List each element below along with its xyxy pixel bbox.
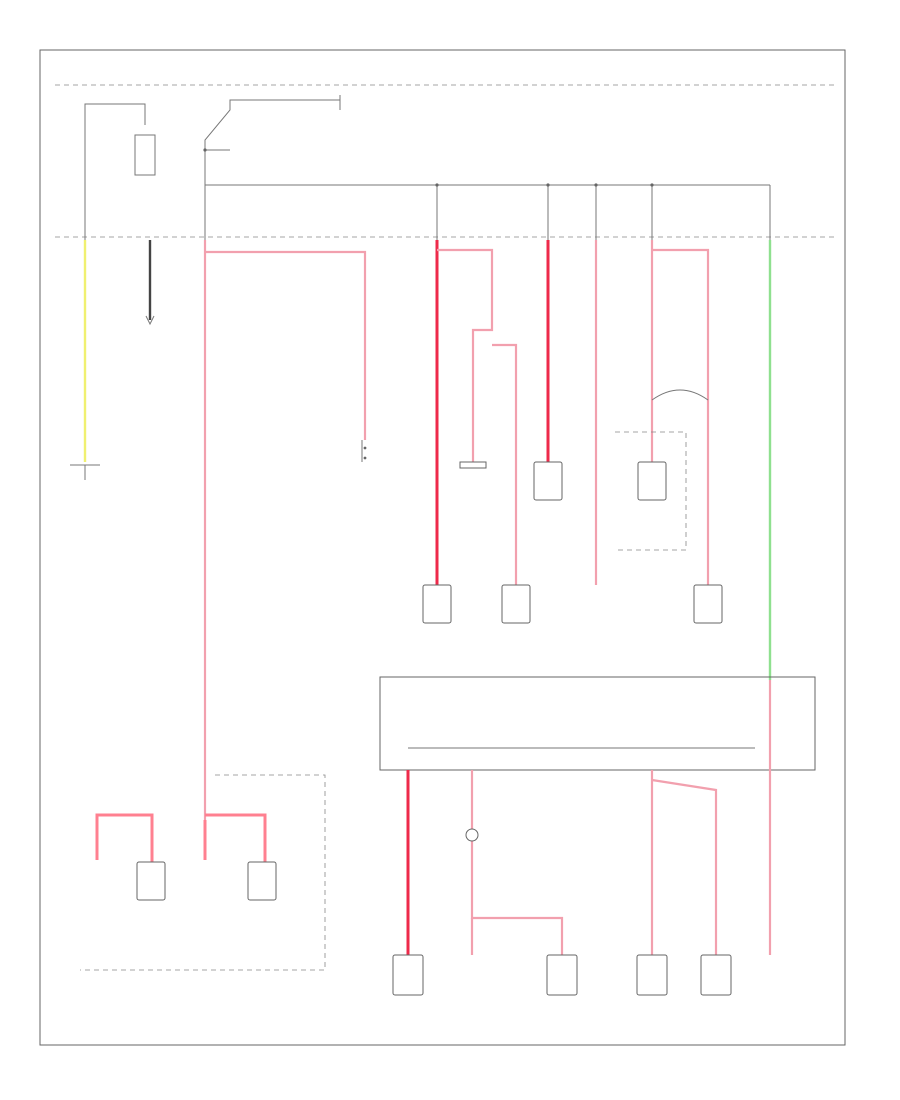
- middle-component-1: [459, 461, 487, 469]
- diagram-frame: [39, 49, 846, 1046]
- middle-component-5: [501, 584, 531, 624]
- left-pink-feed: [203, 240, 367, 820]
- ignition-switch: [84, 95, 341, 240]
- bottom-left-component-1: [136, 861, 166, 901]
- middle-component-3: [637, 461, 667, 501]
- bottom-component-4: [700, 954, 732, 996]
- bus-drops: [204, 183, 771, 240]
- bottom-component-3: [636, 954, 668, 996]
- middle-circuits: [435, 240, 772, 680]
- transmission-box: [80, 774, 326, 971]
- black-circuit: [145, 240, 155, 326]
- bottom-component-2: [546, 954, 578, 996]
- middle-component-4: [422, 584, 452, 624]
- lower-module: [379, 676, 816, 771]
- bottom-left-component-2: [247, 861, 277, 901]
- middle-fuse-link: [651, 389, 709, 401]
- bottom-component-1: [392, 954, 424, 996]
- middle-component-2: [533, 461, 563, 501]
- bottom-left-circuits: [95, 813, 267, 862]
- yellow-circuit: [70, 240, 100, 480]
- middle-component-3-box: [615, 431, 687, 551]
- bottom-right-circuits: [406, 680, 772, 955]
- middle-component-6: [693, 584, 723, 624]
